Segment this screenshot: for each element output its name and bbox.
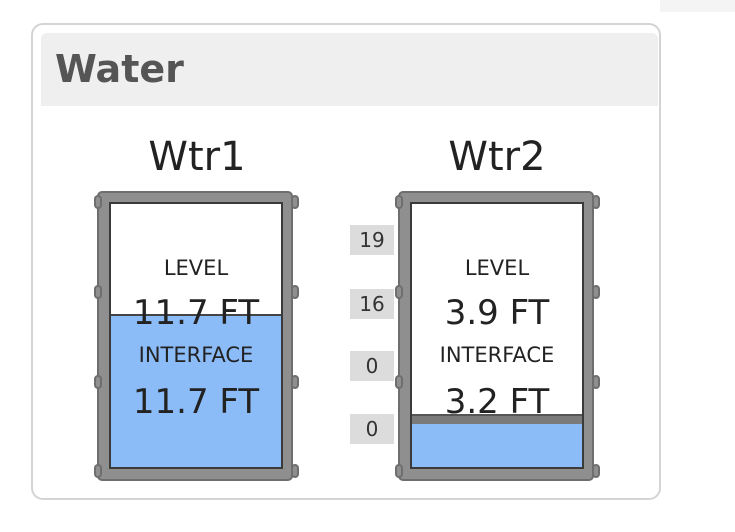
tank-name-wtr1: Wtr1: [148, 134, 246, 180]
scale-label: 19: [350, 225, 394, 255]
tank-wtr2-knob: [395, 464, 403, 478]
tank-wtr1[interactable]: LEVEL 11.7 FT INTERFACE 11.7 FT: [97, 191, 293, 481]
tank-wtr2-interface-label: INTERFACE: [439, 343, 555, 367]
tank-wtr1-fill: [111, 314, 281, 467]
tank-wtr2-knob: [395, 285, 403, 299]
panel-title: Water: [55, 47, 184, 91]
tank-wtr2-knob: [592, 195, 600, 209]
background-strip: [660, 0, 735, 12]
tank-wtr2-level-value: 3.9 FT: [444, 293, 550, 333]
tank-wtr1-knob: [94, 375, 102, 389]
tank-wtr1-knob: [291, 195, 299, 209]
scale-label: 0: [350, 351, 394, 381]
scale-label: 16: [350, 289, 394, 319]
tank-wtr2-knob: [592, 375, 600, 389]
tank-wtr1-interior: LEVEL 11.7 FT INTERFACE 11.7 FT: [109, 202, 283, 469]
tank-wtr2-knob: [592, 464, 600, 478]
tank-wtr1-knob: [291, 375, 299, 389]
scale-label: 0: [350, 414, 394, 444]
tank-wtr2-fill: [412, 424, 582, 467]
tank-wtr2-knob: [395, 195, 403, 209]
tank-wtr1-fill-line: [111, 314, 281, 316]
tank-wtr1-level-value: 11.7 FT: [132, 293, 260, 333]
tank-wtr1-knob: [94, 195, 102, 209]
tank-wtr2[interactable]: LEVEL 3.9 FT INTERFACE 3.2 FT: [398, 191, 594, 481]
tank-wtr2-interior: LEVEL 3.9 FT INTERFACE 3.2 FT: [410, 202, 584, 469]
tank-wtr2-level-label: LEVEL: [464, 256, 530, 280]
panel-header: Water: [41, 33, 658, 106]
tank-wtr1-knob: [291, 285, 299, 299]
tank-wtr2-knob: [395, 375, 403, 389]
tank-wtr1-interface-label: INTERFACE: [138, 343, 254, 367]
tank-wtr2-interface-band: [412, 414, 582, 424]
tank-wtr2-interface-value: 3.2 FT: [444, 382, 550, 422]
tank-wtr2-knob: [592, 285, 600, 299]
tank-name-wtr2: Wtr2: [448, 134, 546, 180]
tank-wtr1-knob: [94, 464, 102, 478]
tank-wtr1-knob: [94, 285, 102, 299]
tank-wtr1-level-label: LEVEL: [163, 256, 229, 280]
tank-wtr1-interface-value: 11.7 FT: [132, 382, 260, 422]
tank-wtr1-knob: [291, 464, 299, 478]
